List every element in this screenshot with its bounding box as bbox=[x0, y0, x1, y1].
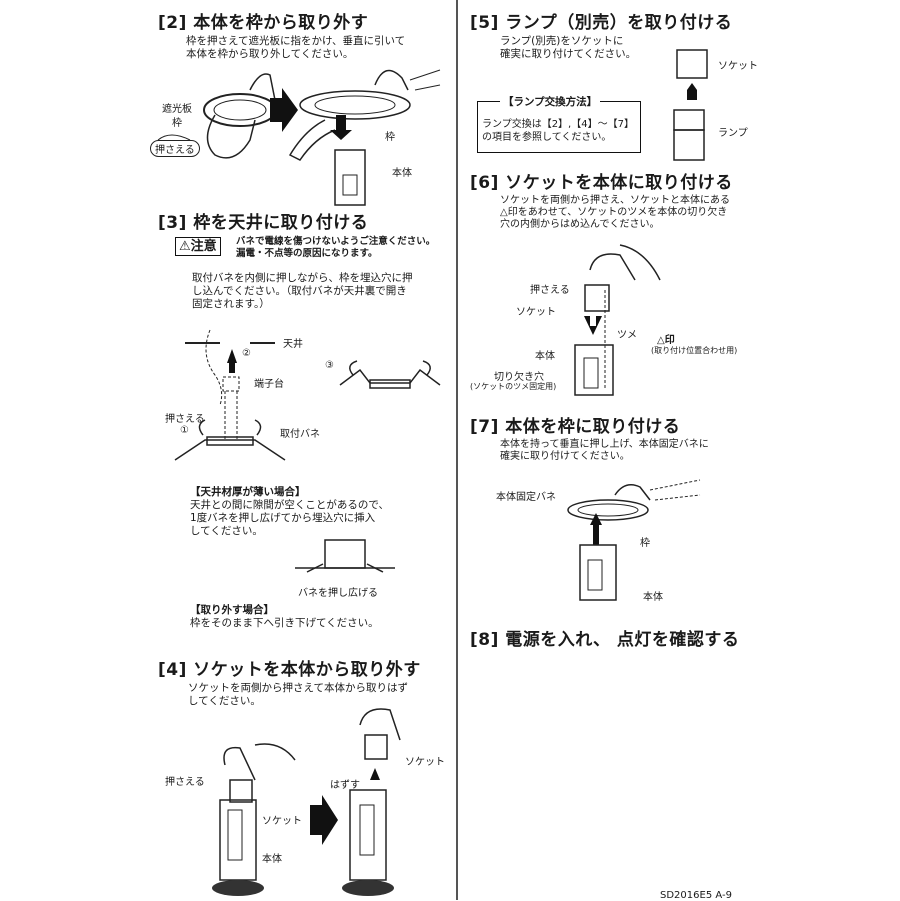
section-6: [6] ソケットを本体に取り付ける ソケットを両側から押さえ、ソケットと本体にあ… bbox=[470, 168, 733, 231]
label-n3: ③ bbox=[325, 360, 334, 371]
label-press-6: 押さえる bbox=[530, 285, 570, 296]
label-socket-5: ソケット bbox=[718, 61, 758, 72]
label-frame: 枠 bbox=[172, 118, 182, 129]
label-ceiling: 天井 bbox=[283, 339, 303, 350]
section-2-title: [2] 本体を枠から取り外す bbox=[158, 13, 369, 33]
column-divider bbox=[456, 0, 458, 900]
section-5-line-1: ランプ(別売)をソケットに bbox=[500, 35, 624, 47]
section-5-line-2: 確実に取り付けてください。 bbox=[500, 48, 637, 60]
label-n1: ① bbox=[180, 425, 189, 436]
label-n2: ② bbox=[242, 348, 251, 359]
section-4-line-1: ソケットを両側から押さえて本体から取りはず bbox=[188, 682, 408, 694]
section-3-title: [3] 枠を天井に取り付ける bbox=[158, 213, 369, 233]
label-body-4: 本体 bbox=[262, 854, 282, 865]
label-press: 押さえる bbox=[150, 140, 200, 157]
section-2: [2] 本体を枠から取り外す 枠を押さえて遮光板に指をかけ、垂直に引いて 本体を… bbox=[158, 8, 405, 61]
label-remove: はずす bbox=[330, 780, 360, 791]
label-body-6: 本体 bbox=[535, 351, 555, 362]
label-socket-4: ソケット bbox=[262, 816, 302, 827]
label-shade: 遮光板 bbox=[162, 104, 192, 115]
section-4-line-2: してください。 bbox=[188, 695, 261, 707]
label-socket-6: ソケット bbox=[516, 307, 556, 318]
thin-line-3: してください。 bbox=[190, 525, 263, 537]
ceiling-install-drawing bbox=[174, 329, 441, 461]
page-code: SD2016E5 A-9 bbox=[660, 890, 732, 901]
lamp-drawing bbox=[673, 49, 708, 161]
caution-line-1: バネで電線を傷つけないようご注意ください。 bbox=[236, 236, 436, 247]
section-7-title: [7] 本体を枠に取り付ける bbox=[470, 417, 681, 437]
label-body-spring: 本体固定バネ bbox=[496, 492, 556, 503]
section-3: [3] 枠を天井に取り付ける bbox=[158, 208, 368, 233]
socket-install-drawing bbox=[574, 244, 661, 396]
thin-ceiling-title: 【天井材厚が薄い場合】 bbox=[190, 486, 306, 498]
spread-spring-drawing bbox=[295, 539, 395, 573]
section-2-line-1: 枠を押さえて遮光板に指をかけ、垂直に引いて bbox=[186, 35, 406, 47]
label-body-7: 本体 bbox=[643, 592, 663, 603]
section-6-line-3: 穴の内側からはめ込んでください。 bbox=[500, 219, 660, 230]
remove-title: 【取り外す場合】 bbox=[190, 604, 274, 616]
label-notch: 切り欠き穴 bbox=[494, 372, 544, 383]
label-body: 本体 bbox=[392, 168, 412, 179]
label-press-3: 押さえる bbox=[165, 414, 205, 425]
label-lamp: ランプ bbox=[718, 128, 748, 139]
section-2-line-2: 本体を枠から取り外してください。 bbox=[186, 48, 354, 60]
caution-line-2: 漏電・不点等の原因になります。 bbox=[236, 248, 378, 259]
frame-removal-drawing bbox=[157, 69, 441, 206]
lamp-method-title: 【ランプ交換方法】 bbox=[500, 94, 601, 109]
section-3-line-2: し込んでください。（取付バネが天井裏で開き bbox=[192, 285, 407, 297]
label-mark: △印 bbox=[657, 335, 675, 346]
section-5-title: [5] ランプ（別売）を取り付ける bbox=[470, 13, 733, 33]
spread-spring-label: バネを押し広げる bbox=[298, 588, 378, 599]
section-3-line-1: 取付バネを内側に押しながら、枠を埋込穴に押 bbox=[192, 272, 413, 284]
label-claw: ツメ bbox=[617, 330, 637, 341]
section-8-title: [8] 電源を入れ、 点灯を確認する bbox=[470, 630, 740, 650]
section-8: [8] 電源を入れ、 点灯を確認する bbox=[470, 625, 739, 650]
label-spring: 取付バネ bbox=[280, 429, 320, 440]
section-4-title: [4] ソケットを本体から取り外す bbox=[158, 660, 421, 680]
label-mark-note: (取り付け位置合わせ用) bbox=[651, 346, 738, 355]
section-7-line-2: 確実に取り付けてください。 bbox=[500, 451, 630, 462]
body-install-drawing bbox=[567, 479, 701, 601]
section-4: [4] ソケットを本体から取り外す ソケットを両側から押さえて本体から取りはず … bbox=[158, 655, 421, 708]
section-7: [7] 本体を枠に取り付ける 本体を持って垂直に押し上げ、本体固定バネに 確実に… bbox=[470, 412, 709, 463]
section-7-line-1: 本体を持って垂直に押し上げ、本体固定バネに bbox=[500, 439, 709, 450]
section-5: [5] ランプ（別売）を取り付ける ランプ(別売)をソケットに 確実に取り付けて… bbox=[470, 8, 732, 61]
remove-line: 枠をそのまま下へ引き下げてください。 bbox=[190, 617, 379, 629]
section-3-line-3: 固定されます。） bbox=[192, 298, 270, 310]
label-terminal: 端子台 bbox=[254, 379, 284, 390]
label-press-4: 押さえる bbox=[165, 777, 205, 788]
lamp-method-line-1: ランプ交換は【2】,【4】～【7】 bbox=[482, 119, 634, 130]
label-socket-4b: ソケット bbox=[405, 757, 445, 768]
label-frame-7: 枠 bbox=[640, 538, 650, 549]
lamp-method-line-2: の項目を参照してください。 bbox=[482, 132, 612, 143]
section-6-line-1: ソケットを両側から押さえ、ソケットと本体にある bbox=[500, 195, 730, 206]
thin-line-2: 1度バネを押し広げてから埋込穴に挿入 bbox=[190, 512, 376, 524]
thin-line-1: 天井との間に隙間が空くことがあるので、 bbox=[190, 499, 389, 511]
section-6-title: [6] ソケットを本体に取り付ける bbox=[470, 173, 733, 193]
label-frame-2: 枠 bbox=[385, 132, 395, 143]
caution-badge: ⚠注意 bbox=[175, 237, 221, 256]
section-6-line-2: △印をあわせて、ソケットのツメを本体の切り欠き bbox=[500, 207, 728, 218]
label-notch-note: (ソケットのツメ固定用) bbox=[470, 382, 557, 391]
socket-removal-drawing bbox=[212, 708, 401, 896]
